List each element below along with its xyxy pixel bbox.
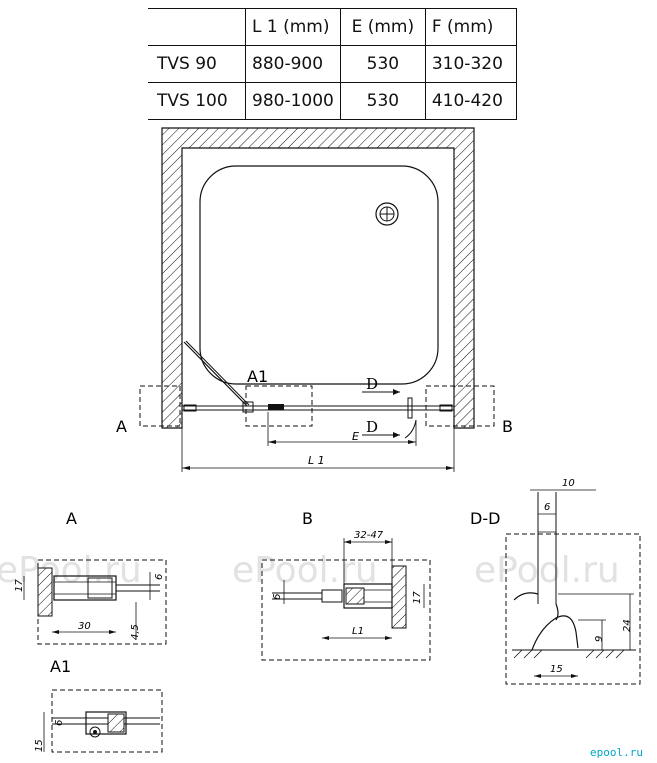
wall-hatch	[37, 567, 53, 617]
section-label-d: D	[366, 375, 378, 393]
handle-icon	[268, 404, 284, 410]
table-cell: 530	[339, 45, 426, 83]
dim-label: 6	[54, 720, 65, 726]
dim-label: 4,5	[130, 624, 141, 640]
table-cell: 410-420	[424, 82, 517, 120]
dim-label: 32-47	[354, 530, 384, 541]
dim-arrow	[408, 440, 416, 444]
detail-frame	[51, 689, 163, 753]
detail-frame-a	[139, 385, 181, 427]
hinge-insert	[107, 713, 125, 733]
detail-title-a: A	[66, 509, 77, 528]
detail-frame-a1	[245, 385, 313, 427]
shower-tray	[199, 165, 439, 385]
section-label-d: D	[366, 418, 378, 436]
detail-frame	[261, 559, 431, 661]
hinge-icon	[242, 401, 254, 413]
seal-profile	[555, 603, 559, 621]
door-leaf-open	[185, 340, 250, 406]
table-row: TVS 90 880-900 530 310-320	[148, 45, 517, 83]
table-cell: 980-1000	[245, 82, 341, 120]
floor-hatch	[513, 649, 625, 659]
wall-hatch	[391, 565, 407, 629]
door-swing-arc	[404, 419, 417, 439]
glass-end	[321, 589, 343, 603]
section-arrow-head	[393, 389, 400, 395]
dim-label: 17	[14, 579, 25, 592]
table-header-cell: E (mm)	[339, 8, 426, 46]
profile-insert	[87, 577, 113, 599]
section-arrow-head	[393, 432, 400, 438]
dim-label: 15	[550, 664, 563, 675]
profile-insert	[345, 587, 365, 605]
dim-label: 10	[562, 478, 575, 489]
dim-label: 30	[78, 621, 91, 632]
detail-title-dd: D-D	[470, 509, 500, 528]
detail-a1: A1 6 15	[34, 657, 163, 753]
dim-label: 17	[412, 591, 423, 604]
door-leaf-open	[183, 341, 248, 407]
dim-label: 6	[154, 574, 165, 580]
detail-frame-b	[425, 385, 495, 427]
dim-label: L1	[352, 626, 364, 637]
table-header-cell: L 1 (mm)	[245, 8, 341, 46]
detail-title-a1: A1	[50, 657, 71, 676]
seal-profile	[513, 592, 539, 601]
magnet-profile	[407, 397, 413, 419]
spec-table: L 1 (mm) E (mm) F (mm) TVS 90 880-900 53…	[148, 8, 517, 120]
dim-label: 15	[34, 739, 45, 752]
table-cell: 310-320	[424, 45, 517, 83]
table-header-cell	[148, 8, 246, 46]
table-header-row: L 1 (mm) E (mm) F (mm)	[148, 8, 517, 46]
detail-label-a1: A1	[247, 367, 268, 386]
screw-icon	[89, 726, 101, 738]
wall-hatch	[161, 127, 475, 429]
table-cell: 880-900	[245, 45, 341, 83]
detail-frame	[505, 533, 641, 685]
drain-icon	[375, 202, 399, 226]
dim-arrow	[268, 440, 276, 444]
wall-profile	[343, 583, 393, 609]
hinge-body	[85, 711, 127, 735]
dim-label: 9	[594, 636, 605, 642]
detail-dd: D-D 10 6 24 9	[470, 478, 641, 685]
wall-profile	[53, 575, 117, 601]
tray-edge	[531, 615, 579, 651]
table-cell: TVS 90	[148, 45, 246, 83]
detail-label-a: A	[116, 417, 127, 436]
dim-label: 6	[272, 594, 283, 600]
dim-arrow	[182, 466, 190, 470]
watermark-text: ePool.ru	[232, 550, 378, 591]
table-row: TVS 100 980-1000 530 410-420	[148, 82, 517, 120]
dim-label-e: E	[352, 430, 359, 443]
wall-profile	[439, 404, 453, 412]
watermark-text: ePool.ru	[474, 550, 620, 591]
table-cell: TVS 100	[148, 82, 246, 120]
dim-label: 6	[544, 502, 550, 513]
epool-logo: epool.ru	[590, 746, 643, 759]
dim-arrow	[446, 466, 454, 470]
detail-title-b: B	[302, 509, 313, 528]
table-header-cell: F (mm)	[424, 8, 517, 46]
detail-a: A 17 6 30 4,5	[14, 509, 167, 645]
watermark-group: ePool.ru ePool.ru ePool.ru	[0, 550, 620, 591]
detail-frame	[37, 559, 167, 645]
dim-label: 24	[622, 619, 633, 632]
detail-label-b: B	[502, 417, 513, 436]
plan-view: D D E L 1 A B A1	[116, 127, 513, 472]
dim-label-l1: L 1	[308, 454, 325, 467]
detail-b: B 32-47 6 17 L1	[261, 509, 431, 661]
table-cell: 530	[339, 82, 426, 120]
wall-profile	[183, 404, 197, 412]
